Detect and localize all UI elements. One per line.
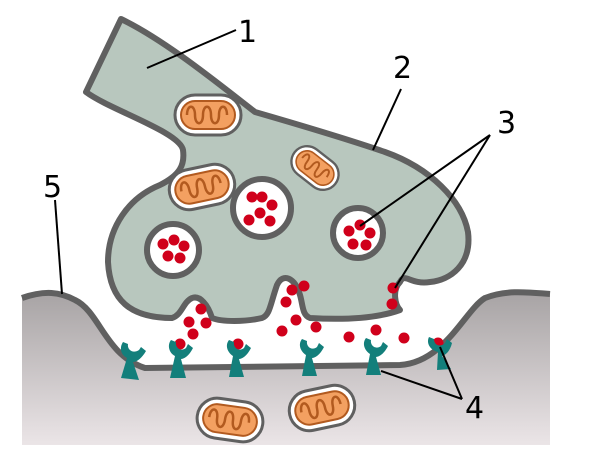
mitochondrion-icon (173, 93, 243, 137)
synaptic-vesicle-icon (330, 205, 386, 261)
label-4: 4 (465, 391, 484, 426)
label-5: 5 (43, 170, 62, 205)
label-3: 3 (497, 106, 516, 141)
synaptic-vesicle-icon (230, 176, 294, 240)
synaptic-vesicle-icon (144, 221, 202, 279)
leader-lines (54, 29, 491, 400)
label-2: 2 (393, 51, 412, 86)
postsynaptic-membrane (21, 289, 551, 372)
receptor-icon (120, 337, 452, 380)
label-1: 1 (238, 15, 257, 50)
